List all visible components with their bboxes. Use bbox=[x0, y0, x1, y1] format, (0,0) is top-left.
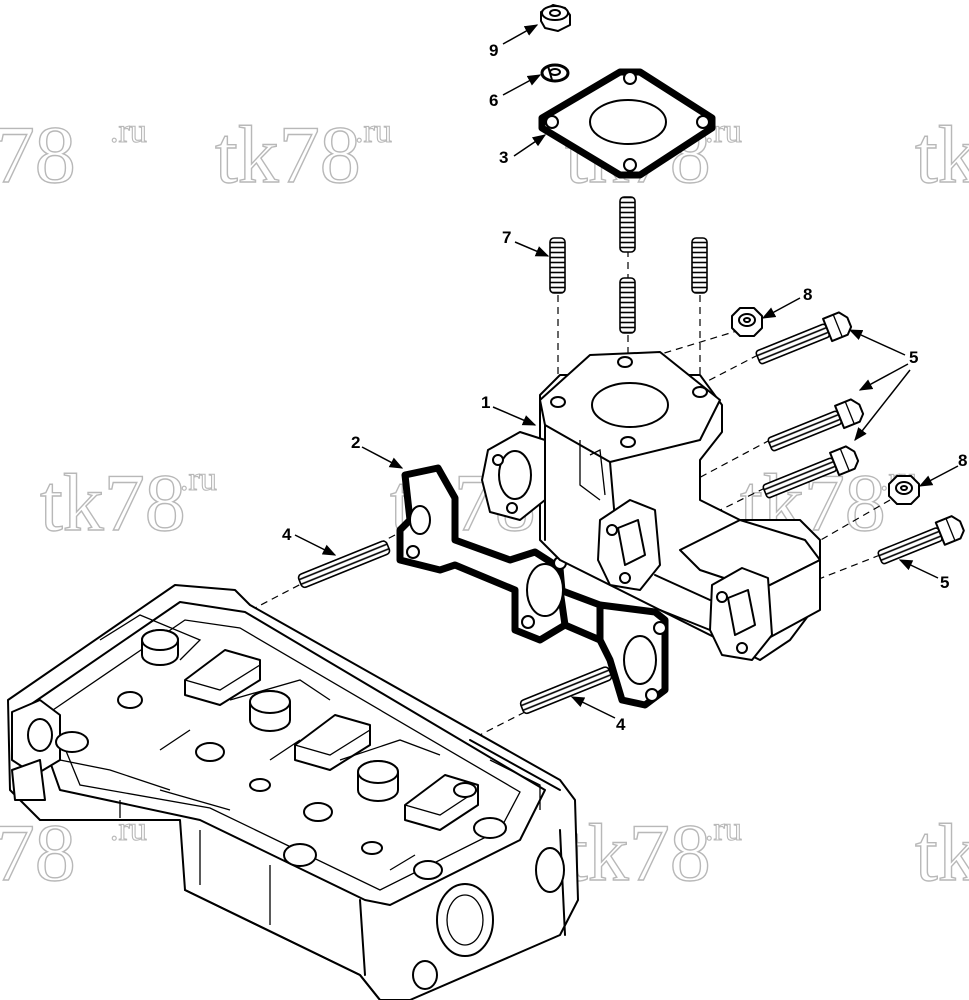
callout-8: 8 bbox=[958, 451, 967, 470]
callout-1: 1 bbox=[481, 393, 490, 412]
watermark-text: tk78 bbox=[915, 807, 969, 898]
watermark: tk78 bbox=[914, 806, 969, 898]
callout-6: 6 bbox=[489, 91, 498, 110]
callout-labels: 9 6 3 7 8 5 1 2 8 4 5 4 bbox=[282, 41, 967, 734]
watermark-sup: .ru bbox=[705, 811, 742, 848]
watermark-text: tk78 bbox=[565, 807, 711, 898]
callout-7: 7 bbox=[502, 228, 511, 247]
leader-arrows bbox=[294, 24, 959, 719]
flange-gasket bbox=[538, 68, 716, 179]
flange-nut-8 bbox=[731, 307, 920, 505]
watermark: tk78 .ru bbox=[39, 456, 217, 548]
valve-boss bbox=[249, 690, 291, 732]
watermark: tk78 .ru bbox=[0, 108, 147, 200]
watermark-sup: .ru bbox=[110, 113, 147, 150]
watermark-text: tk78 bbox=[0, 807, 76, 898]
lock-washer-6 bbox=[540, 63, 570, 83]
callout-8: 8 bbox=[803, 285, 812, 304]
valve-boss bbox=[357, 760, 399, 802]
callout-3: 3 bbox=[499, 148, 508, 167]
watermark: tk78 bbox=[914, 108, 969, 200]
exhaust-manifold bbox=[481, 351, 821, 661]
watermark-text: tk78 bbox=[0, 109, 76, 200]
watermark-text: tk78 bbox=[40, 457, 186, 548]
callout-4: 4 bbox=[282, 525, 292, 544]
stud-7 bbox=[549, 196, 708, 334]
bolt-5 bbox=[755, 311, 965, 565]
nut-9 bbox=[540, 4, 571, 32]
callout-4: 4 bbox=[616, 715, 626, 734]
watermark: tk78 .ru bbox=[214, 108, 392, 200]
watermark: tk78 .ru bbox=[564, 806, 742, 898]
valve-boss bbox=[141, 629, 179, 666]
long-stud-4 bbox=[297, 540, 613, 715]
watermark-sup: .ru bbox=[355, 113, 392, 150]
exhaust-manifold-gasket bbox=[396, 464, 669, 709]
callout-5: 5 bbox=[940, 573, 949, 592]
cylinder-head bbox=[7, 584, 579, 1000]
callout-2: 2 bbox=[351, 433, 360, 452]
callout-5: 5 bbox=[909, 348, 918, 367]
watermark-text: tk78 bbox=[215, 109, 361, 200]
watermark-sup: .ru bbox=[180, 461, 217, 498]
callout-9: 9 bbox=[489, 41, 498, 60]
watermark-text: tk78 bbox=[915, 109, 969, 200]
